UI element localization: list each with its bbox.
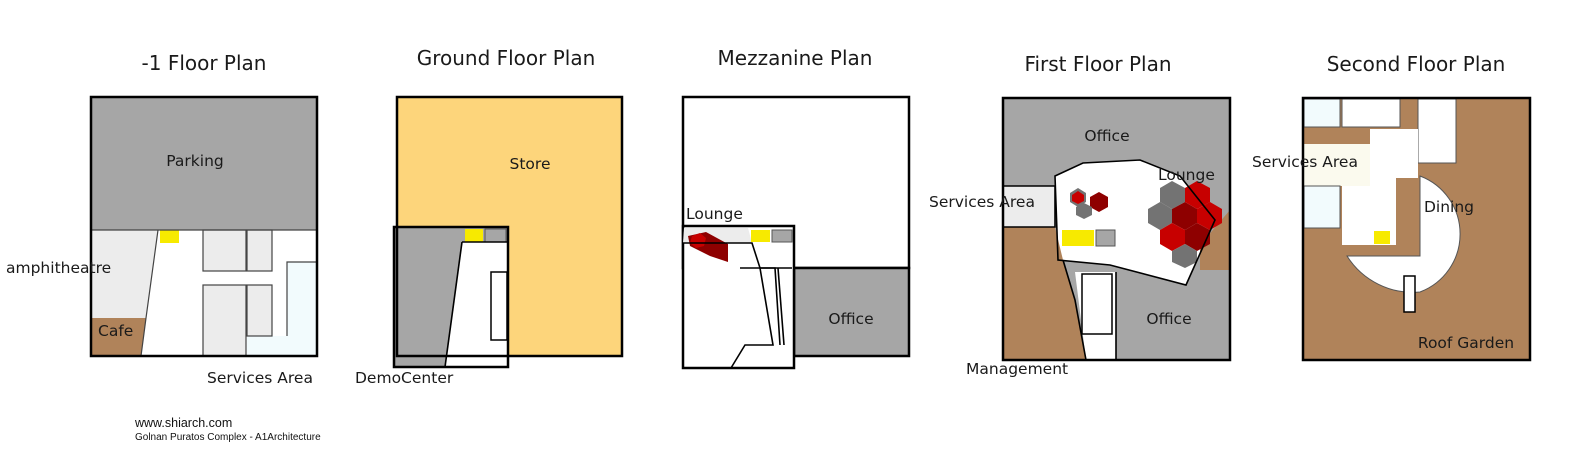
label-amphitheatre: amphitheatre	[6, 259, 111, 277]
lounge-hex-3	[1148, 202, 1172, 230]
parking-area	[91, 97, 317, 230]
label-lounge-first: Lounge	[1158, 166, 1215, 184]
plan-minus1-title: -1 Floor Plan	[142, 51, 267, 75]
lounge-hex-6	[1160, 223, 1185, 251]
label-office-first-south: Office	[1146, 310, 1191, 328]
label-services-area-first: Services Area	[929, 193, 1035, 211]
small-hex-4	[1076, 203, 1092, 219]
plan-mezzanine: Mezzanine Plan Lounge Office	[681, 46, 911, 370]
plan-second-title: Second Floor Plan	[1327, 52, 1506, 76]
lounge-hex-2	[1185, 181, 1210, 209]
second-top-right-room	[1417, 98, 1457, 164]
amphitheatre-area	[91, 230, 158, 318]
lounge-hex-8	[1172, 244, 1197, 268]
label-cafe: Cafe	[98, 322, 133, 340]
lounge-seat-hex	[690, 233, 706, 248]
cafe-area	[91, 318, 146, 356]
room-outlines-ground	[444, 241, 508, 368]
first-inner-room	[1081, 273, 1113, 335]
second-left-room	[1303, 185, 1341, 229]
management-area	[1003, 227, 1086, 360]
second-stair-core	[1374, 231, 1390, 244]
room-outlines-minus1	[91, 229, 317, 357]
room-d	[247, 285, 272, 336]
room-a	[203, 230, 246, 271]
first-stair-core	[1062, 230, 1094, 246]
label-management: Management	[966, 360, 1068, 378]
second-top-left-room	[1303, 98, 1341, 128]
credit-project: Golnan Puratos Complex - A1Architecture	[135, 432, 321, 443]
mezzanine-service-box	[771, 229, 793, 243]
outline-democenter	[392, 225, 510, 369]
label-dining: Dining	[1424, 198, 1474, 216]
small-hex-3	[1090, 192, 1108, 212]
office-mezzanine	[792, 266, 911, 358]
outline-minus1	[89, 95, 319, 358]
plan-mezzanine-title: Mezzanine Plan	[718, 46, 873, 70]
plan-ground: Ground Floor Plan Store DemoCenter	[355, 46, 624, 387]
label-parking: Parking	[166, 152, 223, 170]
room-outlines-mezzanine	[683, 242, 792, 369]
label-store: Store	[510, 155, 551, 173]
small-hex-2	[1072, 191, 1084, 204]
outline-first	[1001, 96, 1232, 362]
room-c	[203, 285, 246, 356]
mezzanine-stair-core	[751, 230, 770, 242]
services-area-first	[1003, 186, 1055, 227]
label-services-area-second: Services Area	[1252, 153, 1358, 171]
lounge-hex-1	[1160, 181, 1185, 209]
plan-first: First Floor Plan	[929, 52, 1232, 378]
plan-second: Second Floor Plan Services Area Dining R…	[1252, 52, 1532, 362]
lounge-hex-5	[1197, 202, 1222, 230]
services-area-minus1	[247, 262, 317, 356]
second-small-room	[1403, 275, 1416, 313]
services-area-second	[1304, 144, 1370, 186]
second-top-mid-room	[1341, 98, 1401, 128]
lounge-hex-4	[1172, 202, 1197, 230]
label-services-area-minus1: Services Area	[207, 369, 313, 387]
credit-website: www.shiarch.com	[135, 416, 233, 430]
plan-minus1: -1 Floor Plan Parking amphitheatre Cafe …	[6, 51, 319, 387]
stair-core	[160, 230, 179, 243]
room-b	[247, 230, 272, 271]
outline-second	[1301, 96, 1532, 362]
second-mid-corridor	[1342, 129, 1418, 245]
ground-stair-core	[465, 229, 483, 242]
label-democenter: DemoCenter	[355, 369, 454, 387]
plan-first-title: First Floor Plan	[1024, 52, 1171, 76]
first-service-box	[1095, 229, 1116, 247]
label-roof-garden: Roof Garden	[1418, 334, 1514, 352]
ground-service-box	[484, 228, 507, 243]
plan-ground-title: Ground Floor Plan	[417, 46, 596, 70]
brown-strip-east	[1200, 210, 1230, 270]
label-office-first-north: Office	[1084, 127, 1129, 145]
dining-area	[1346, 175, 1461, 293]
label-lounge-mezzanine: Lounge	[686, 205, 743, 223]
room-outlines-first	[1003, 159, 1216, 361]
ground-inner-room	[490, 271, 508, 341]
label-office-mezzanine: Office	[828, 310, 873, 328]
